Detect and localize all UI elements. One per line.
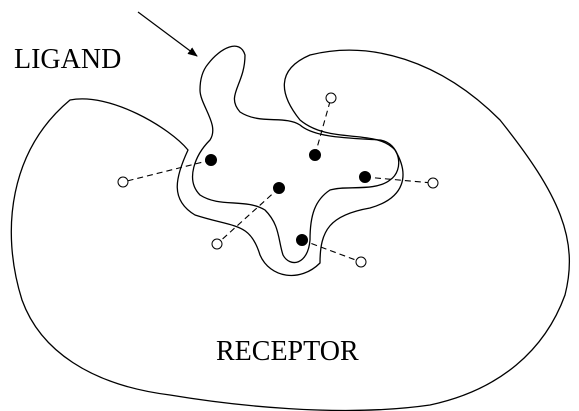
receptor-site bbox=[325, 92, 337, 104]
ligand-site bbox=[273, 182, 285, 194]
interaction-bond bbox=[364, 176, 434, 184]
receptor-outline bbox=[10, 49, 571, 411]
receptor-site bbox=[211, 238, 223, 250]
ligand-site bbox=[309, 149, 321, 161]
receptor-site bbox=[427, 177, 439, 189]
receptor-label: RECEPTOR bbox=[216, 336, 359, 367]
interaction-bond bbox=[301, 239, 362, 263]
receptor-site bbox=[355, 256, 367, 268]
ligand-pointer-arrow bbox=[137, 11, 198, 57]
interaction-bond bbox=[122, 159, 212, 183]
ligand-outline bbox=[191, 45, 400, 264]
ligand-site bbox=[205, 154, 217, 166]
ligand-site bbox=[296, 234, 308, 246]
ligand-site bbox=[359, 171, 371, 183]
interaction-bond bbox=[216, 187, 280, 245]
interaction-bond bbox=[314, 97, 332, 156]
receptor-site bbox=[117, 176, 129, 188]
ligand-label: LIGAND bbox=[14, 44, 121, 75]
